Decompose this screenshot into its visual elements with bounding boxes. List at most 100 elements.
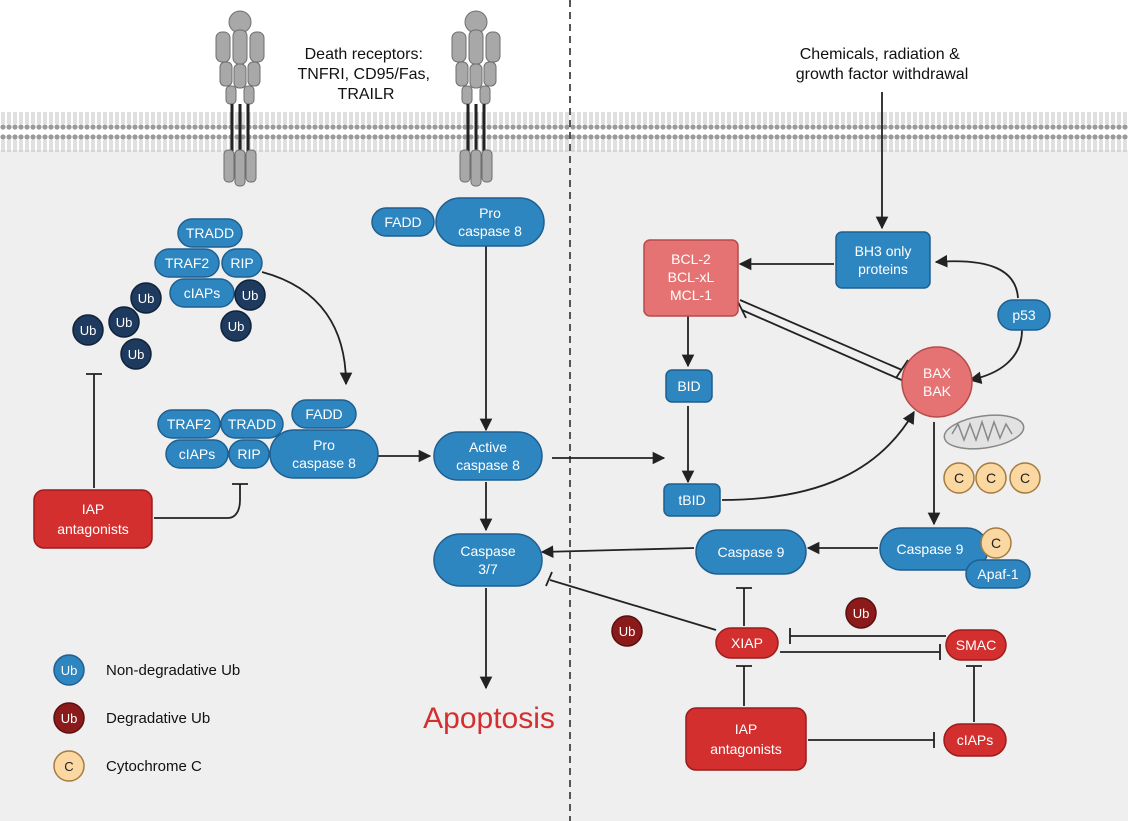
smac-node: SMAC [945,629,1007,661]
svg-text:SMAC: SMAC [956,637,996,653]
cytochrome-c-icon [980,527,1012,559]
svg-text:Ub: Ub [61,711,78,726]
inhibit-smac-to-xiap [789,628,946,644]
complex1: TRADD TRAF2 RIP cIAPs [154,218,263,308]
extracellular-background [0,0,1128,112]
svg-text:cIAPs: cIAPs [184,285,221,301]
rip-node [228,439,270,469]
svg-text:Ub: Ub [138,291,155,306]
death-receptor-right-icon [451,10,501,187]
cytochrome-c-icon [975,462,1007,494]
connectors [86,92,1023,748]
arrow-complex1-to-complex2 [261,271,353,386]
caspase9-complex-node: Caspase 9 C Apaf-1 [879,527,1031,589]
xiap-node: XIAP [715,627,779,659]
inhibit-bcl-bax-bar [895,359,909,379]
svg-text:C: C [986,470,996,486]
inhibit-iap-to-ciaps [808,732,935,748]
svg-text:RIP: RIP [230,255,253,271]
ub-icon [130,282,162,314]
svg-text:TRADD: TRADD [228,416,276,432]
svg-text:Ub: Ub [228,319,245,334]
degradative-ub-group: Ub Ub [611,597,877,647]
svg-text:cIAPs: cIAPs [957,732,994,748]
ub-icon [611,615,643,647]
fadd-node [291,399,357,429]
inhibit-xiap-to-caspase37 [545,571,717,631]
svg-text:TRAF2: TRAF2 [167,416,212,432]
svg-text:FADD: FADD [384,214,421,230]
bid-node: BID [665,369,713,403]
svg-text:p53: p53 [1012,307,1036,323]
cell-membrane [0,108,1128,152]
ub-icon [120,338,152,370]
svg-text:TRAF2: TRAF2 [165,255,210,271]
ub-chain: Ub Ub Ub Ub Ub Ub [72,279,266,370]
svg-text:Ub: Ub [242,288,259,303]
fadd-node [371,207,435,237]
rip-node [221,248,263,278]
svg-text:Ub: Ub [853,606,870,621]
inhibit-bcl-to-bax-1 [739,299,903,371]
chemicals-label: Chemicals, radiation & growth factor wit… [796,46,969,83]
svg-text:C: C [991,535,1001,551]
svg-text:Ub: Ub [80,323,97,338]
ciaps-node [169,278,235,308]
svg-text:Caspase 9: Caspase 9 [718,544,785,560]
svg-text:XIAP: XIAP [731,635,763,651]
legend-degradative-ub-icon [53,702,85,734]
death-receptors-label: Death receptors: TNFRI, CD95/Fas, TRAILR [298,46,435,103]
svg-text:FADD: FADD [305,406,342,422]
inhibit-xiap-to-caspase9 [736,587,752,626]
svg-text:tBID: tBID [678,492,705,508]
arrow-p53-to-bh3 [934,254,1019,299]
svg-text:Ub: Ub [61,663,78,678]
svg-text:C: C [64,759,73,774]
svg-text:Caspase 9: Caspase 9 [897,541,964,557]
inhibit-bax-to-bcl [737,301,907,383]
ub-icon [72,314,104,346]
ub-icon [220,310,252,342]
traf2-node [154,248,220,278]
procaspase8-node [269,429,379,479]
cytochrome-c-icon [943,462,975,494]
arrow-p53-to-bax [968,329,1023,384]
ub-icon [234,279,266,311]
apaf1-node [965,559,1031,589]
ub-icon [845,597,877,629]
cytochrome-c-group: C C C [943,462,1041,494]
apoptosis-label: Apoptosis [423,702,555,735]
legend-label: Degradative Ub [106,710,210,727]
caspase9-node: Caspase 9 [695,529,807,575]
svg-text:Ub: Ub [128,347,145,362]
svg-text:Apaf-1: Apaf-1 [977,566,1018,582]
tbid-node: tBID [663,483,721,517]
tradd-node [220,409,284,439]
traf2-node [157,409,221,439]
arrow-caspase9-to-caspase37 [540,545,695,558]
inhibit-iap-to-complex2 [154,483,248,519]
svg-text:RIP: RIP [237,446,260,462]
svg-text:C: C [954,470,964,486]
death-receptor-left-icon [215,10,265,187]
svg-text:TRADD: TRADD [186,225,234,241]
ciaps-node [165,439,229,469]
procaspase8-node [435,197,545,247]
mitochondrion-icon [943,414,1025,450]
tradd-node [177,218,243,248]
inhibit-ciaps-to-smac [966,665,982,722]
